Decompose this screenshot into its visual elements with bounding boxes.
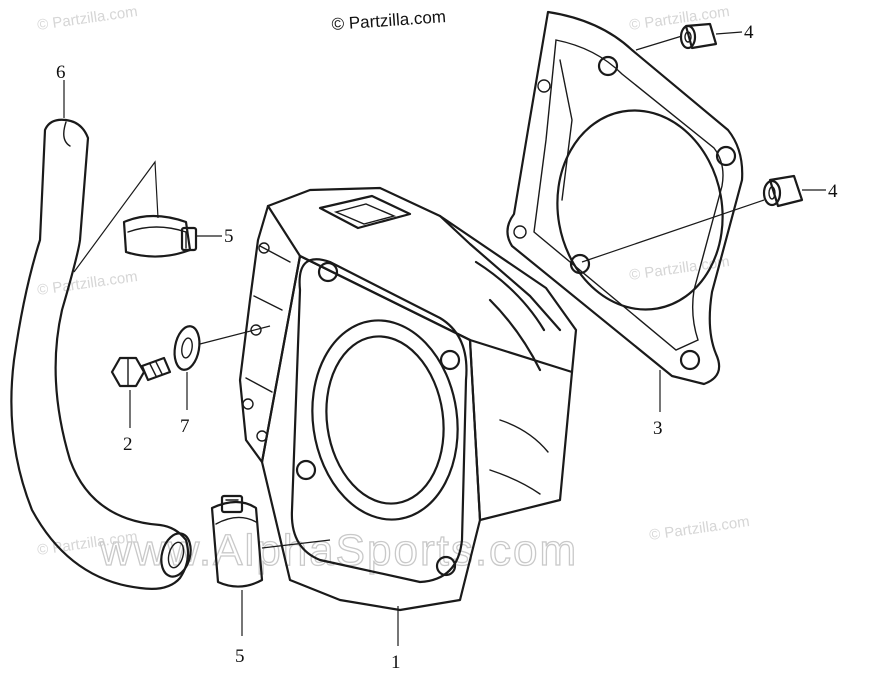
hose-part bbox=[10, 118, 192, 590]
watermark-site: www.AlphaSports.com bbox=[99, 526, 578, 575]
clamp-upper-leader-v bbox=[73, 160, 159, 273]
callout-bolt: 2 bbox=[123, 434, 133, 455]
clamp-lower-part bbox=[210, 494, 264, 588]
dowel-upper-leader bbox=[715, 31, 743, 35]
callout-washer: 7 bbox=[180, 416, 190, 437]
callout-clamp-lower: 5 bbox=[235, 646, 245, 667]
callout-dowel-lower: 4 bbox=[828, 181, 838, 202]
dowel-upper-to-gasket-leader bbox=[635, 35, 683, 51]
bolt-part bbox=[110, 356, 172, 388]
watermark-mid-left: © Partzilla.com bbox=[36, 268, 138, 299]
dowel-upper-part bbox=[679, 22, 718, 50]
dowel-lower-to-gasket-leader bbox=[581, 199, 765, 263]
clamp-lower-to-cylinder-leader bbox=[261, 539, 331, 549]
callout-clamp-upper: 5 bbox=[224, 226, 234, 247]
callout-hose: 6 bbox=[56, 62, 66, 83]
gasket-part bbox=[506, 10, 744, 386]
washer-to-cylinder-leader bbox=[199, 325, 271, 345]
watermark-top-right: © Partzilla.com bbox=[628, 3, 730, 34]
cylinder-part bbox=[238, 186, 578, 612]
credit-text: © Partzilla.com bbox=[331, 7, 447, 34]
watermark-bottom-right: © Partzilla.com bbox=[648, 513, 750, 544]
watermark-top-left: © Partzilla.com bbox=[36, 3, 138, 34]
callout-gasket: 3 bbox=[653, 418, 663, 439]
callout-cylinder: 1 bbox=[391, 652, 401, 673]
watermark-group: © Partzilla.com © Partzilla.com © Partzi… bbox=[36, 3, 750, 576]
dowel-lower-part bbox=[762, 174, 804, 208]
callout-dowel-upper: 4 bbox=[744, 22, 754, 43]
clamp-upper-part bbox=[122, 214, 198, 258]
washer-part bbox=[173, 325, 201, 371]
